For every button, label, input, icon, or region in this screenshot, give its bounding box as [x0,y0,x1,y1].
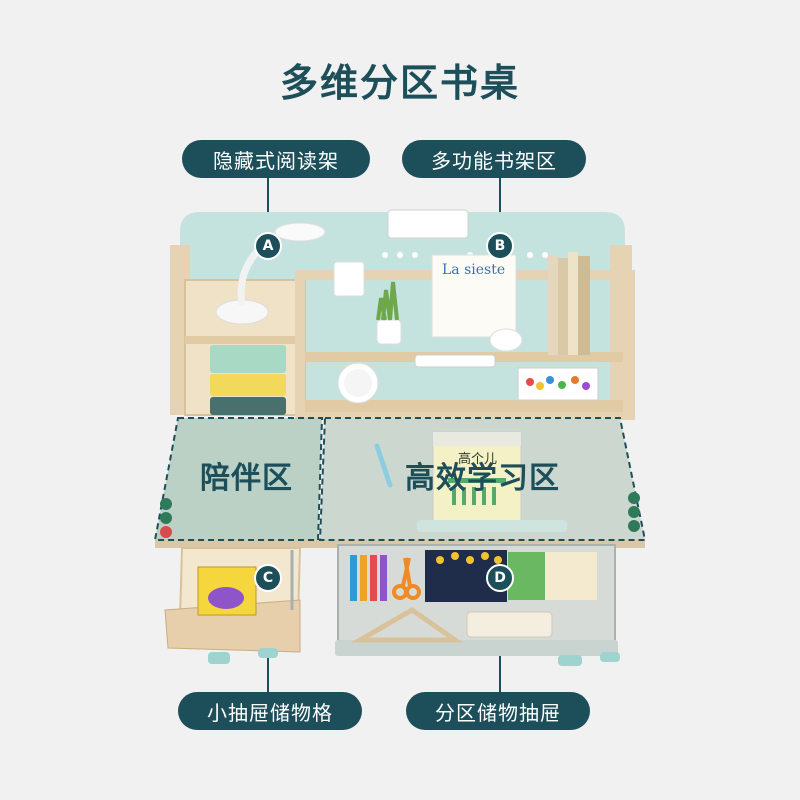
mini-drawer-blue [210,397,286,415]
desk-control-knobs-left [160,498,172,538]
top-tray [387,209,469,239]
small-drawer-book-elephant [208,587,244,609]
pegboard-holes [382,252,548,258]
drawer-green-book [508,552,546,600]
desk-book-illustration [448,478,506,505]
callout-small-drawer-storage: 小抽屉储物格 [178,692,362,730]
beads [526,376,590,390]
drawer-scissors [392,557,421,600]
callout-zoned-storage-drawer: 分区储物抽屉 [406,692,590,730]
desk-pen [374,443,393,488]
plant-pot [376,319,402,345]
vertical-books [548,252,590,355]
left-shelf-board [185,336,305,344]
zone-label-companion: 陪伴区 [200,461,293,496]
desk-feet-left [208,648,278,664]
desk-control-knobs-right [628,492,640,532]
page-title: 多维分区书桌 [279,61,520,105]
drawer-ruler [350,607,463,643]
large-drawer-front [335,640,618,656]
marker-a: A [254,232,282,260]
desk-feet-right [558,652,620,666]
zone-border-right [318,417,647,541]
rabbit-figurine [489,328,523,352]
zone-label-study: 高效学习区 [405,461,560,496]
marker-d: D [486,564,514,592]
callout-multifunction-shelf: 多功能书架区 [402,140,586,178]
shelf-book-title: La sieste [442,262,506,278]
hidden-reading-rack [414,354,496,368]
drawer-pencil-case [466,611,553,638]
desk-lamp-head [274,222,326,242]
plant-leaves [376,281,399,321]
shelf-picture-book [431,254,517,338]
marker-c: C [254,564,282,592]
pen-holder [333,261,365,297]
mini-drawer-yellow [210,374,286,396]
desk-top-left [155,418,322,540]
desk-book [432,431,522,523]
right-bottom-board [305,400,623,412]
drawer-markers [350,555,387,601]
drawer-beige-book [545,552,597,600]
rack-front-edge [417,520,567,532]
marker-b: B [486,232,514,260]
callout-hidden-reading-rack: 隐藏式阅读架 [182,140,370,178]
mini-drawer-green [210,345,286,373]
desk-book-title: 高个儿 [458,452,498,467]
